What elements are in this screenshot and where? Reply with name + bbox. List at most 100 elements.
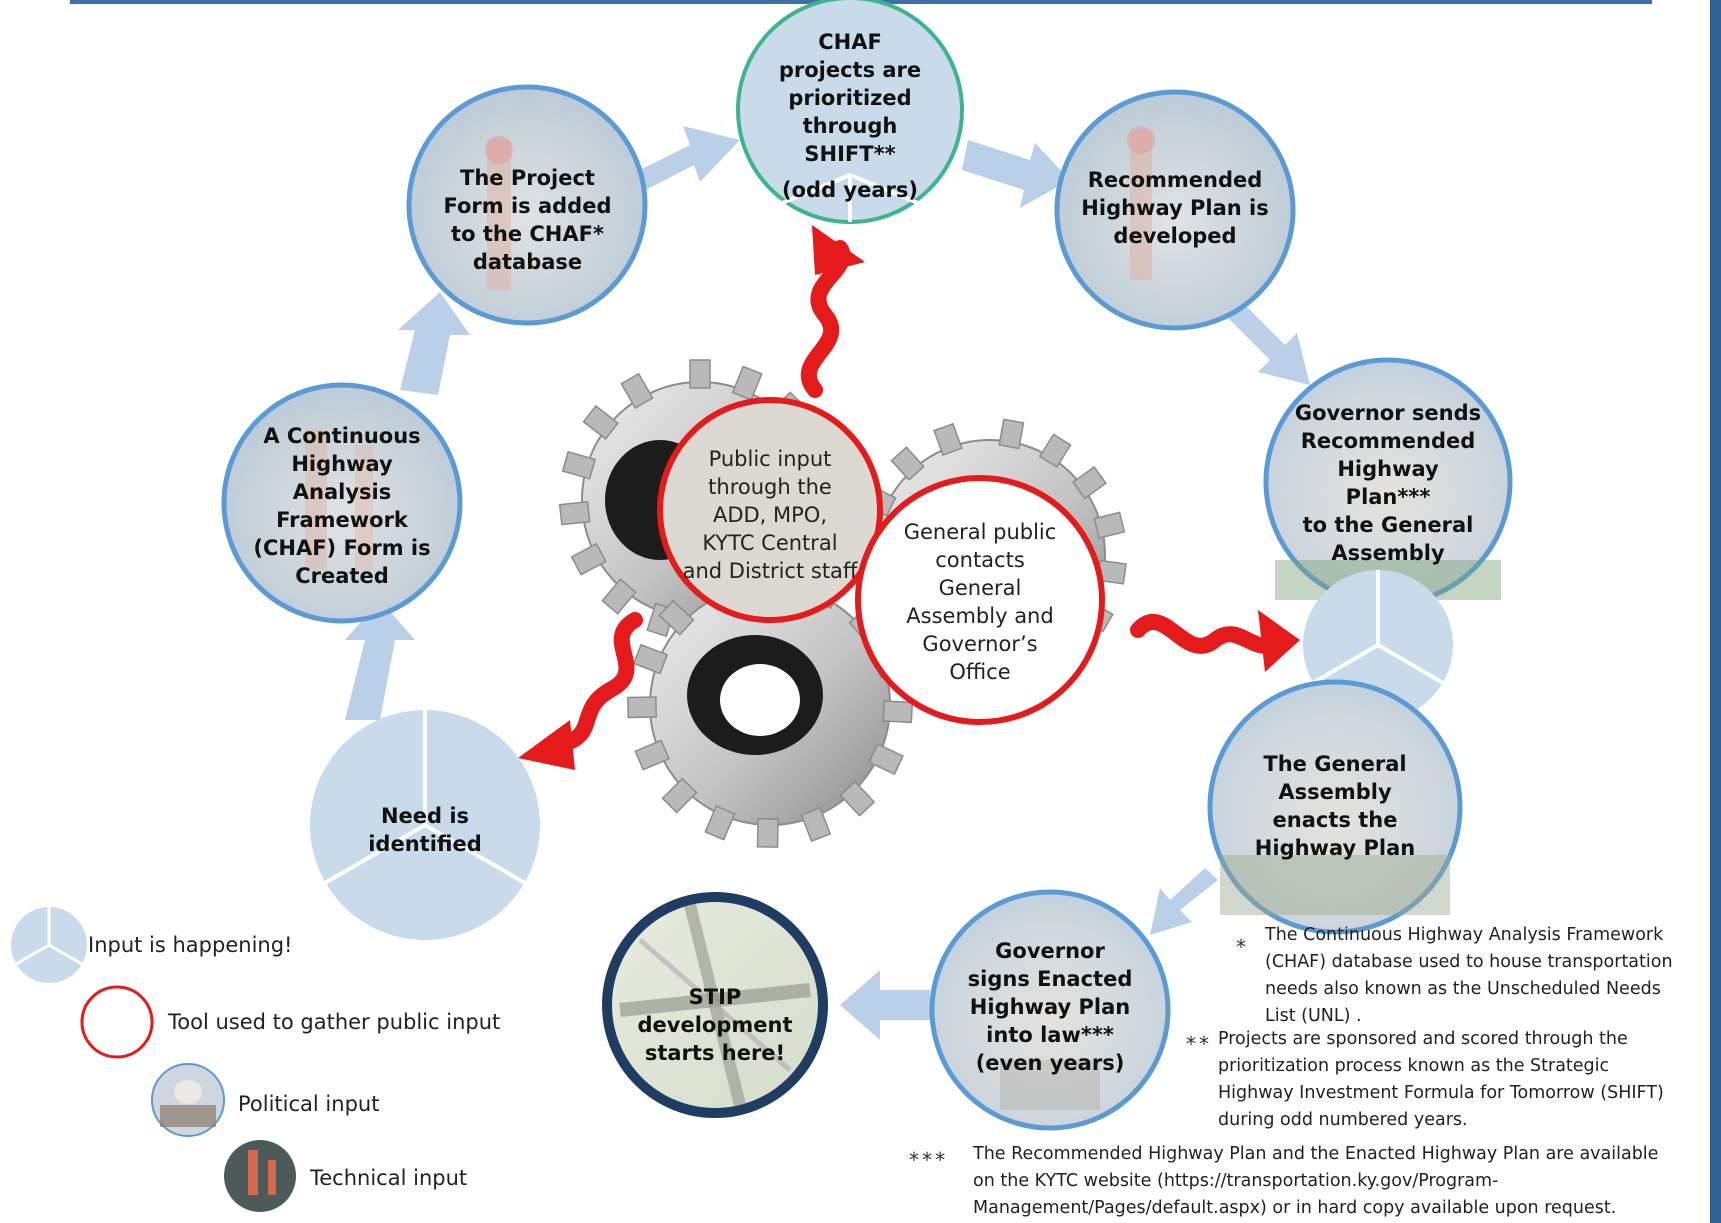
- legend-input-label: Input is happening!: [88, 933, 293, 957]
- governor-signs-line-3: Highway Plan: [969, 995, 1131, 1019]
- project-form-line-2: Form is added: [443, 194, 612, 218]
- flow-arrow-right-1: [630, 126, 740, 193]
- governor-sends-line-2: Recommended: [1300, 429, 1476, 453]
- governor-signs-line-2: signs Enacted: [967, 967, 1133, 991]
- flow-arrows: [345, 126, 1310, 1040]
- governor-sends-line-3: Highway: [1337, 457, 1439, 481]
- general-public-line-3: General: [938, 576, 1022, 600]
- pie-segments-icon: [11, 907, 87, 983]
- chaf-prioritized-line-2: projects are: [778, 58, 922, 82]
- footnote-3-line-1: The Recommended Highway Plan and the Ena…: [973, 1144, 1659, 1164]
- chaf-form-line-4: Framework: [276, 507, 408, 532]
- general-assembly-circle: [1207, 679, 1463, 935]
- footnote-2-mark: **: [1185, 1032, 1212, 1056]
- footnote-1-text: The Continuous Highway Analysis Framewor…: [1265, 922, 1705, 1030]
- chaf-form-line-6: Created: [295, 563, 389, 588]
- project-form-line-1: The Project: [460, 166, 595, 190]
- project-form-circle: [406, 84, 648, 326]
- chaf-prioritized-line-4: through: [802, 114, 898, 138]
- governor-signs-text: Governor signs Enacted Highway Plan into…: [955, 934, 1145, 1080]
- general-assembly-line-4: Highway Plan: [1254, 836, 1416, 860]
- staff-input-tool-circle: [657, 397, 883, 623]
- footnote-2-line-1: Projects are sponsored and scored throug…: [1218, 1029, 1628, 1049]
- governor-sends-line-6: Assembly: [1331, 541, 1445, 565]
- governor-signs-line-5: (even years): [975, 1051, 1125, 1075]
- capitol-photo-icon: [151, 1063, 225, 1137]
- chaf-prioritized-line-1: CHAF: [818, 30, 882, 54]
- road-work-photo-icon: [224, 1140, 296, 1212]
- general-public-line-1: General public: [903, 520, 1057, 544]
- red-arrowhead-right: [1258, 610, 1300, 672]
- stip-text: STIP development starts here!: [630, 980, 800, 1070]
- flow-arrow-down-2: [1150, 868, 1218, 935]
- chaf-form-line-1: A Continuous: [263, 423, 421, 448]
- flow-arrow-up-2: [398, 292, 470, 395]
- recommended-line-1: Recommended: [1087, 168, 1263, 192]
- footnote-2-line-3: Highway Investment Formula for Tomorrow …: [1218, 1083, 1664, 1103]
- footnote-3-line-3: Management/Pages/default.aspx) or in har…: [973, 1198, 1617, 1218]
- staff-input-text: Public input through the ADD, MPO, KYTC …: [668, 445, 872, 585]
- chaf-prioritized-line-3: prioritized: [788, 86, 912, 110]
- recommended-plan-circle: [1054, 89, 1296, 331]
- general-public-text: General public contacts General Assembly…: [885, 517, 1075, 687]
- project-form-line-4: database: [472, 250, 583, 274]
- red-arrowhead-up: [812, 225, 865, 275]
- stip-circle: [602, 892, 828, 1118]
- general-assembly-line-1: The General: [1263, 752, 1407, 776]
- red-ring-icon: [80, 985, 154, 1059]
- legend-political-label: Political input: [238, 1092, 380, 1116]
- stip-line-3: starts here!: [644, 1041, 786, 1065]
- general-assembly-line-3: enacts the: [1272, 808, 1398, 832]
- general-assembly-text: The General Assembly enacts the Highway …: [1240, 747, 1430, 865]
- recommended-line-2: Highway Plan is: [1081, 196, 1269, 220]
- staff-input-line-4: KYTC Central: [702, 531, 838, 555]
- flow-arrow-left: [840, 970, 930, 1040]
- legend-technical-label: Technical input: [310, 1166, 468, 1190]
- staff-input-line-5: and District staff: [682, 559, 858, 583]
- right-border-bar: [1710, 0, 1721, 1223]
- footnote-2-text: Projects are sponsored and scored throug…: [1218, 1026, 1708, 1134]
- need-identified-circle: [310, 710, 540, 940]
- governor-signs-line-4: into law***: [986, 1023, 1114, 1047]
- governor-sends-line-5: to the General: [1302, 513, 1474, 537]
- footnote-2-line-4: during odd numbered years.: [1218, 1110, 1468, 1130]
- governor-signs-circle: [929, 889, 1171, 1131]
- chaf-prioritized-line-6: (odd years): [782, 178, 918, 202]
- recommended-line-3: developed: [1113, 224, 1237, 248]
- governor-sends-line-1: Governor sends: [1294, 401, 1482, 425]
- general-public-line-5: Governor’s: [922, 632, 1038, 656]
- need-line-1: Need is: [380, 804, 470, 828]
- footnote-1-line-3: needs also known as the Unscheduled Need…: [1265, 979, 1661, 999]
- governor-signs-line-1: Governor: [995, 939, 1105, 963]
- recommended-plan-text: Recommended Highway Plan is developed: [1070, 163, 1280, 253]
- chaf-form-line-3: Analysis: [292, 479, 392, 504]
- flow-arrow-up-1: [345, 600, 415, 720]
- need-identified-text: Need is identified: [345, 795, 505, 865]
- legend-tool-label: Tool used to gather public input: [168, 1010, 501, 1034]
- red-arrow-left: [552, 612, 643, 753]
- chaf-form-line-2: Highway: [291, 451, 393, 476]
- chaf-form-line-5: (CHAF) Form is: [253, 535, 431, 560]
- chaf-prioritized-line-5: SHIFT**: [804, 142, 896, 166]
- flow-arrow-down-1: [1226, 300, 1310, 385]
- governor-sends-text: Governor sends Recommended Highway Plan*…: [1283, 398, 1493, 568]
- flow-arrow-right-2: [962, 140, 1070, 208]
- red-arrow-right: [1130, 614, 1288, 654]
- staff-input-line-3: ADD, MPO,: [712, 503, 828, 527]
- general-public-tool-circle: [855, 475, 1105, 725]
- governor-sends-line-4: Plan***: [1345, 485, 1431, 509]
- footnote-3-mark: ***: [908, 1148, 948, 1172]
- chaf-form-circle: [221, 382, 463, 624]
- need-line-2: identified: [368, 832, 482, 856]
- chaf-form-text: A Continuous Highway Analysis Framework …: [242, 418, 442, 593]
- footnote-3-text: The Recommended Highway Plan and the Ena…: [973, 1141, 1708, 1222]
- stip-line-2: development: [637, 1013, 793, 1037]
- footnote-1-line-1: The Continuous Highway Analysis Framewor…: [1265, 925, 1664, 945]
- footnote-1-line-2: (CHAF) database used to house transporta…: [1265, 952, 1673, 972]
- general-public-line-2: contacts: [935, 548, 1025, 572]
- red-arrowhead-left: [518, 720, 575, 770]
- general-public-line-6: Office: [949, 660, 1011, 684]
- chaf-prioritized-text: CHAF projects are prioritized through SH…: [760, 26, 940, 206]
